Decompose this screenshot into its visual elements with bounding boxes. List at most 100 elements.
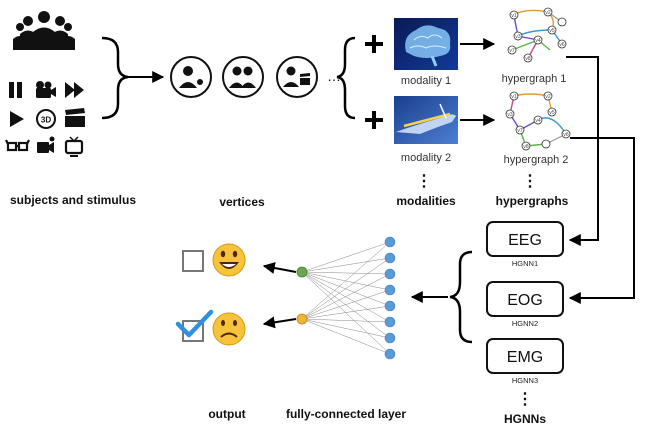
label-vertices: vertices xyxy=(219,195,265,209)
svg-text:v1: v1 xyxy=(511,94,517,100)
clapperboard-icon xyxy=(65,108,85,127)
people-group-icon xyxy=(13,11,75,50)
hgnn-box-emg: EMG HGNN3 xyxy=(486,338,564,385)
video-camera-icon xyxy=(37,136,55,153)
svg-text:HGNN2: HGNN2 xyxy=(512,319,538,328)
modality1-label: modality 1 xyxy=(401,75,451,87)
fc-edge xyxy=(301,273,391,320)
fc-input-nodes xyxy=(384,236,396,360)
play-icon xyxy=(10,111,24,127)
svg-text:v5: v5 xyxy=(549,28,555,34)
subjects-brace xyxy=(101,36,129,120)
fc-input-node xyxy=(384,236,396,248)
label-fc-layer: fully-connected layer xyxy=(286,407,406,421)
label-modalities: modalities xyxy=(396,194,456,208)
svg-text:v2: v2 xyxy=(545,94,551,100)
svg-text:v8: v8 xyxy=(525,56,531,62)
hgnn-brace xyxy=(449,250,473,344)
connector-h1-eeg xyxy=(566,56,599,246)
label-hgnns: HGNNs xyxy=(504,412,546,426)
fast-forward-icon xyxy=(65,82,84,98)
fc-input-node xyxy=(384,268,396,280)
hgnn-box-eog: EOG HGNN2 xyxy=(486,281,564,328)
svg-text:v5: v5 xyxy=(549,110,555,116)
fc-edge xyxy=(301,271,391,355)
fc-edge xyxy=(301,241,391,320)
modalities-dots: ⋮ xyxy=(416,173,432,190)
svg-text:v4: v4 xyxy=(535,118,541,124)
svg-text:v3: v3 xyxy=(515,34,521,40)
fc-edge xyxy=(301,318,391,323)
svg-text:HGNN3: HGNN3 xyxy=(512,376,538,385)
fc-output-node-happy xyxy=(296,266,308,278)
fc-edge xyxy=(301,318,391,355)
fc-edge xyxy=(301,241,391,273)
arrow-output-sad xyxy=(262,316,297,329)
tv-icon xyxy=(64,136,84,157)
plus-icon-1 xyxy=(365,35,383,53)
hypergraph1-graphic: v1 v2 v3 v4 v5 v6 v7 v8 xyxy=(507,7,567,63)
hypergraph2-graphic: v1 v2 v3 v4 v5 v6 v7 v8 xyxy=(505,91,571,151)
fc-input-node xyxy=(384,316,396,328)
arm-xray-image xyxy=(394,96,458,144)
fc-edge xyxy=(301,271,391,307)
fc-input-node xyxy=(384,284,396,296)
svg-text:EEG: EEG xyxy=(508,232,542,249)
vertex-pair-icon xyxy=(222,56,264,98)
fc-edge xyxy=(301,257,391,320)
fc-edge xyxy=(301,271,391,323)
fc-input-node xyxy=(384,252,396,264)
svg-text:v7: v7 xyxy=(517,128,523,134)
svg-text:EMG: EMG xyxy=(507,349,543,366)
hypergraphs-dots: ⋮ xyxy=(522,173,538,190)
hypergraph1-label: hypergraph 1 xyxy=(502,73,567,85)
svg-text:v2: v2 xyxy=(545,10,551,16)
fc-input-node xyxy=(384,300,396,312)
happy-face-icon xyxy=(212,243,246,277)
vertex-single-icon xyxy=(170,56,212,98)
label-output: output xyxy=(208,407,245,421)
hgnn-box-eeg: EEG HGNN1 xyxy=(486,221,564,268)
fc-edge xyxy=(301,257,391,273)
vertex-ellipsis: … xyxy=(327,68,341,84)
sad-face-icon xyxy=(212,312,246,346)
hypergraph2-label: hypergraph 2 xyxy=(504,154,569,166)
arrow-output-happy xyxy=(262,262,297,274)
modality2-label: modality 2 xyxy=(401,152,451,164)
svg-text:v4: v4 xyxy=(535,38,541,44)
check-mark-icon xyxy=(175,309,214,338)
vertex-clapper-icon xyxy=(276,56,318,98)
label-subjects: subjects and stimulus xyxy=(10,193,136,207)
svg-text:v3: v3 xyxy=(507,112,513,118)
modalities-brace xyxy=(336,36,356,120)
svg-text:EOG: EOG xyxy=(507,292,543,309)
svg-text:v6: v6 xyxy=(563,132,569,138)
svg-text:v8: v8 xyxy=(523,144,529,150)
fc-edges xyxy=(301,241,391,355)
fc-edge xyxy=(301,271,391,291)
fc-output-node-sad xyxy=(296,313,308,325)
fc-edge xyxy=(301,318,391,339)
camera-icon xyxy=(36,81,56,98)
fc-input-node xyxy=(384,332,396,344)
fc-edge xyxy=(301,271,391,275)
svg-text:3D: 3D xyxy=(41,116,51,125)
hgnns-dots: ⋮ xyxy=(517,391,533,408)
fc-edge xyxy=(301,271,391,339)
fc-edge xyxy=(301,305,391,320)
fc-edge xyxy=(301,289,391,320)
label-hypergraphs: hypergraphs xyxy=(496,194,569,208)
plus-icon-2 xyxy=(365,111,383,129)
vr-glasses-icon xyxy=(5,139,30,152)
connector-h2-eog xyxy=(568,137,635,304)
checkbox-empty-icon xyxy=(182,250,204,272)
brain-image xyxy=(394,18,458,70)
fc-input-node xyxy=(384,348,396,360)
svg-text:v1: v1 xyxy=(511,13,517,19)
svg-text:v7: v7 xyxy=(509,48,515,54)
3d-icon: 3D xyxy=(36,109,56,129)
svg-text:v6: v6 xyxy=(559,42,565,48)
pause-icon xyxy=(9,82,22,98)
svg-text:HGNN1: HGNN1 xyxy=(512,259,538,268)
